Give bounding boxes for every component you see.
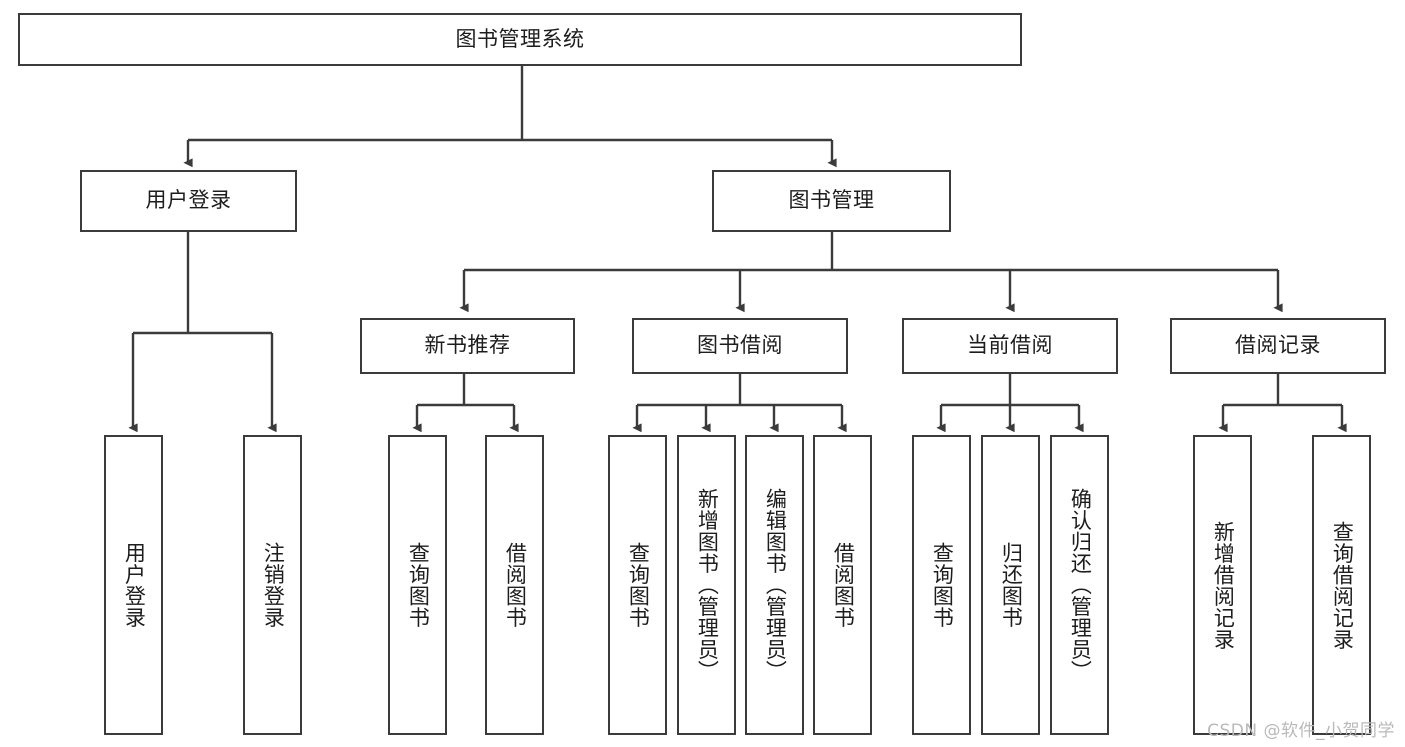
node-leaf-return-book[interactable]: 归还图书 bbox=[981, 435, 1040, 735]
node-borrowing-record-label: 借阅记录 bbox=[1235, 333, 1321, 358]
node-book-management[interactable]: 图书管理 bbox=[712, 170, 951, 232]
node-leaf-query-book-2-label: 查询图书 bbox=[626, 542, 651, 628]
node-leaf-add-borrow-record[interactable]: 新增借阅记录 bbox=[1193, 435, 1252, 735]
node-book-borrowing-label: 图书借阅 bbox=[697, 333, 783, 358]
node-leaf-query-book-2[interactable]: 查询图书 bbox=[608, 435, 667, 735]
node-current-borrowing-label: 当前借阅 bbox=[967, 333, 1053, 358]
node-leaf-confirm-return-admin-label: 确认归还（管理员） bbox=[1068, 488, 1093, 682]
node-leaf-query-book-3-label: 查询图书 bbox=[930, 542, 955, 628]
node-current-borrowing[interactable]: 当前借阅 bbox=[902, 318, 1118, 374]
node-leaf-confirm-return-admin[interactable]: 确认归还（管理员） bbox=[1050, 435, 1109, 735]
node-leaf-borrow-book-1[interactable]: 借阅图书 bbox=[485, 435, 544, 735]
node-leaf-user-login-label: 用户登录 bbox=[122, 542, 147, 628]
node-leaf-add-borrow-record-label: 新增借阅记录 bbox=[1211, 520, 1236, 650]
node-new-book-recommendation-label: 新书推荐 bbox=[424, 333, 511, 358]
node-new-book-recommendation[interactable]: 新书推荐 bbox=[360, 318, 575, 374]
node-leaf-borrow-book-2[interactable]: 借阅图书 bbox=[813, 435, 872, 735]
node-user-login[interactable]: 用户登录 bbox=[80, 170, 297, 232]
node-leaf-edit-book-admin[interactable]: 编辑图书（管理员） bbox=[745, 435, 804, 735]
node-leaf-user-login[interactable]: 用户登录 bbox=[104, 435, 163, 735]
node-leaf-query-borrow-record[interactable]: 查询借阅记录 bbox=[1312, 435, 1371, 735]
node-leaf-add-book-admin-label: 新增图书（管理员） bbox=[695, 488, 720, 682]
node-leaf-query-book-1[interactable]: 查询图书 bbox=[388, 435, 447, 735]
node-borrowing-record[interactable]: 借阅记录 bbox=[1170, 318, 1386, 374]
node-leaf-edit-book-admin-label: 编辑图书（管理员） bbox=[763, 488, 788, 682]
node-book-borrowing[interactable]: 图书借阅 bbox=[632, 318, 848, 374]
node-leaf-borrow-book-1-label: 借阅图书 bbox=[503, 542, 528, 628]
node-root[interactable]: 图书管理系统 bbox=[18, 13, 1022, 66]
node-leaf-return-book-label: 归还图书 bbox=[999, 542, 1024, 628]
node-user-login-label: 用户登录 bbox=[145, 188, 232, 213]
node-leaf-logout-login[interactable]: 注销登录 bbox=[243, 435, 302, 735]
node-leaf-query-book-3[interactable]: 查询图书 bbox=[912, 435, 971, 735]
node-book-management-label: 图书管理 bbox=[788, 188, 875, 213]
node-leaf-query-book-1-label: 查询图书 bbox=[406, 542, 431, 628]
node-root-label: 图书管理系统 bbox=[455, 26, 585, 51]
node-leaf-query-borrow-record-label: 查询借阅记录 bbox=[1330, 520, 1355, 650]
node-leaf-logout-login-label: 注销登录 bbox=[261, 542, 286, 628]
node-leaf-add-book-admin[interactable]: 新增图书（管理员） bbox=[677, 435, 736, 735]
node-leaf-borrow-book-2-label: 借阅图书 bbox=[831, 542, 856, 628]
